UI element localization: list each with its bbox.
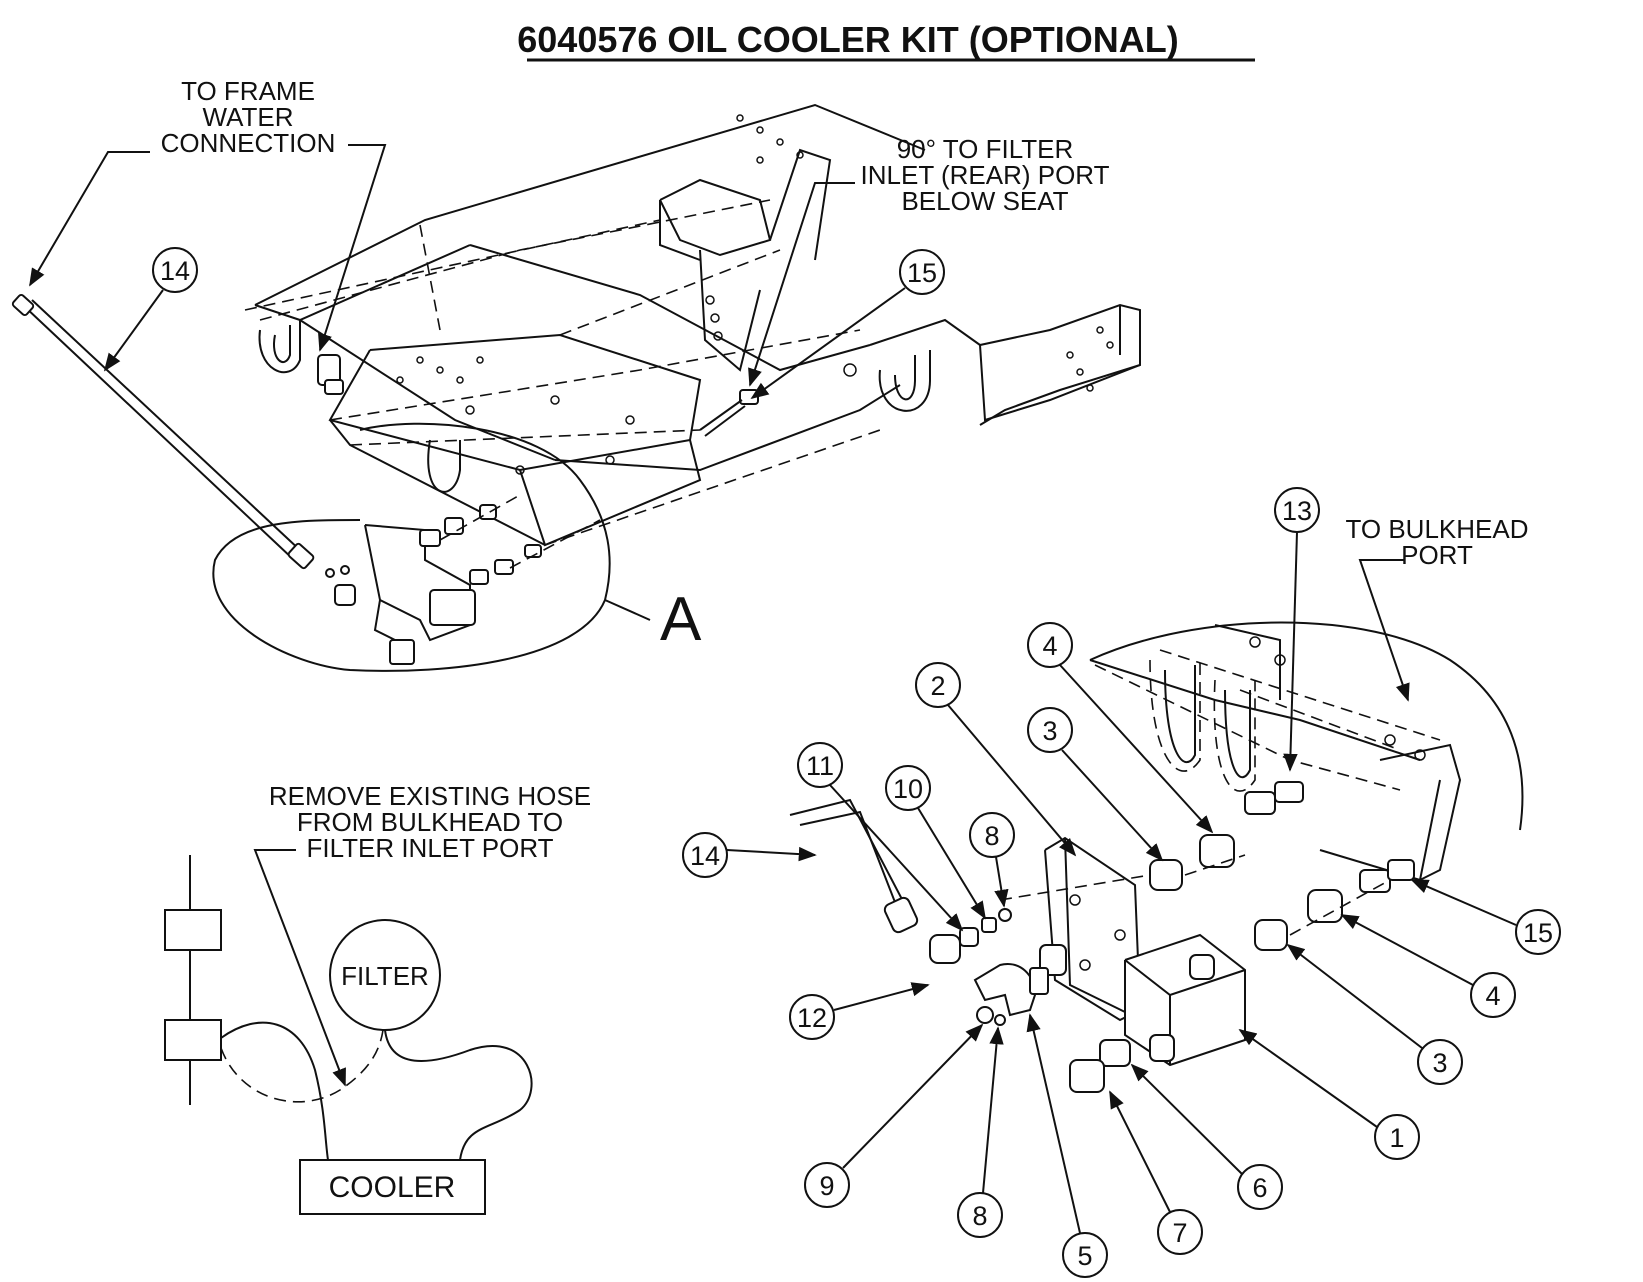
- note-filter-inlet-line2: INLET (REAR) PORT: [861, 160, 1110, 190]
- callout-8-lower: 8: [957, 1026, 1004, 1238]
- dash-link-upper: [1184, 854, 1246, 876]
- svg-text:13: 13: [1282, 496, 1312, 526]
- svg-text:8: 8: [972, 1201, 987, 1231]
- callout-15-top: 15: [750, 249, 945, 400]
- filter-inlet-elbow: [699, 389, 759, 437]
- dash-link-lower: [1289, 879, 1391, 936]
- fitting-13: [1244, 781, 1304, 815]
- callout-3-upper: 3: [1027, 707, 1164, 862]
- dash-link-center: [999, 874, 1151, 901]
- callout-15-bottom: 15: [1410, 879, 1561, 955]
- svg-text:14: 14: [160, 256, 190, 286]
- note-filter-inlet-line3: BELOW SEAT: [901, 186, 1068, 216]
- bulkhead-fitting-lower: [164, 1019, 222, 1061]
- callout-2: 2: [915, 662, 1077, 857]
- fitting-3-upper: [1149, 859, 1183, 891]
- svg-text:15: 15: [1523, 918, 1553, 948]
- svg-text:3: 3: [1432, 1048, 1447, 1078]
- svg-text:9: 9: [819, 1171, 834, 1201]
- note-frame-water-line3: CONNECTION: [161, 128, 336, 158]
- fitting-10: [981, 917, 997, 933]
- cooler-box: [299, 1159, 486, 1215]
- callout-10: 10: [885, 765, 986, 920]
- callout-13: 13: [1274, 487, 1320, 772]
- detail-a-label: A: [660, 585, 702, 654]
- callout-4-upper: 4: [1027, 622, 1214, 834]
- svg-text:3: 3: [1042, 716, 1057, 746]
- note-remove-hose-line1: REMOVE EXISTING HOSE: [269, 781, 591, 811]
- elbow-5: [973, 963, 1049, 1017]
- svg-text:10: 10: [893, 774, 923, 804]
- fitting-11: [959, 927, 979, 947]
- exploded-frame: [1089, 621, 1524, 882]
- frame-assembly: [244, 103, 1141, 547]
- callout-7: 7: [1109, 1090, 1203, 1255]
- svg-text:6: 6: [1252, 1173, 1267, 1203]
- drain-valve-6: [1099, 1039, 1131, 1067]
- note-frame-water-line2: WATER: [203, 102, 294, 132]
- svg-text:4: 4: [1042, 631, 1057, 661]
- hose-14-top: [11, 294, 315, 570]
- hose-14-bottom: [789, 798, 919, 934]
- drain-cap-7: [1069, 1059, 1105, 1093]
- callout-9: 9: [804, 1023, 984, 1208]
- svg-text:12: 12: [797, 1003, 827, 1033]
- svg-text:1: 1: [1389, 1123, 1404, 1153]
- callout-5: 5: [1026, 1013, 1108, 1278]
- callout-1: 1: [1238, 1028, 1420, 1160]
- callout-14-top: 14: [103, 247, 198, 372]
- fitting-3-lower: [1254, 919, 1288, 951]
- note-frame-water: TO FRAME WATER CONNECTION: [29, 76, 387, 352]
- svg-text:8: 8: [984, 821, 999, 851]
- note-filter-inlet-line1: 90° TO FILTER: [897, 134, 1074, 164]
- svg-text:15: 15: [907, 258, 937, 288]
- hose-routing-schematic: FILTER COOLER: [164, 855, 533, 1215]
- cooler-label: COOLER: [329, 1171, 456, 1204]
- callout-3-lower: 3: [1286, 943, 1463, 1085]
- callout-4-lower: 4: [1340, 914, 1516, 1018]
- svg-text:7: 7: [1172, 1218, 1187, 1248]
- svg-text:5: 5: [1077, 1241, 1092, 1271]
- svg-text:14: 14: [690, 841, 720, 871]
- filter-label: FILTER: [341, 961, 429, 991]
- page-title: 6040576 OIL COOLER KIT (OPTIONAL): [517, 19, 1178, 60]
- fitting-12: [929, 934, 961, 964]
- callout-6: 6: [1130, 1063, 1283, 1210]
- washer-8-upper: [998, 908, 1012, 922]
- callout-14-bottom: 14: [682, 832, 817, 878]
- callout-12: 12: [789, 982, 930, 1040]
- note-frame-water-line1: TO FRAME: [181, 76, 315, 106]
- note-bulkhead-line2: PORT: [1401, 540, 1473, 570]
- note-bulkhead-port: TO BULKHEAD PORT: [1345, 514, 1529, 702]
- svg-text:11: 11: [806, 751, 834, 781]
- oil-cooler-body: [1124, 933, 1246, 1067]
- callout-8-upper: 8: [969, 812, 1015, 908]
- detail-a-cluster: [212, 422, 651, 672]
- washer-8-lower: [994, 1014, 1006, 1026]
- bulkhead-fitting-upper: [164, 909, 222, 951]
- frame-water-elbow: [317, 354, 344, 395]
- frame-holes: [396, 114, 1114, 475]
- note-bulkhead-line1: TO BULKHEAD: [1345, 514, 1528, 544]
- note-remove-hose-line2: FROM BULKHEAD TO: [297, 807, 563, 837]
- note-remove-hose-line3: FILTER INLET PORT: [306, 833, 553, 863]
- fitting-15: [1359, 859, 1415, 893]
- fitting-9: [976, 1006, 994, 1024]
- svg-text:2: 2: [930, 671, 945, 701]
- callout-11: 11: [797, 742, 964, 932]
- note-remove-hose: REMOVE EXISTING HOSE FROM BULKHEAD TO FI…: [253, 781, 591, 1087]
- fitting-4-lower: [1307, 889, 1343, 923]
- fitting-4-upper: [1199, 834, 1235, 868]
- note-filter-inlet: 90° TO FILTER INLET (REAR) PORT BELOW SE…: [748, 134, 1110, 387]
- svg-text:4: 4: [1485, 981, 1500, 1011]
